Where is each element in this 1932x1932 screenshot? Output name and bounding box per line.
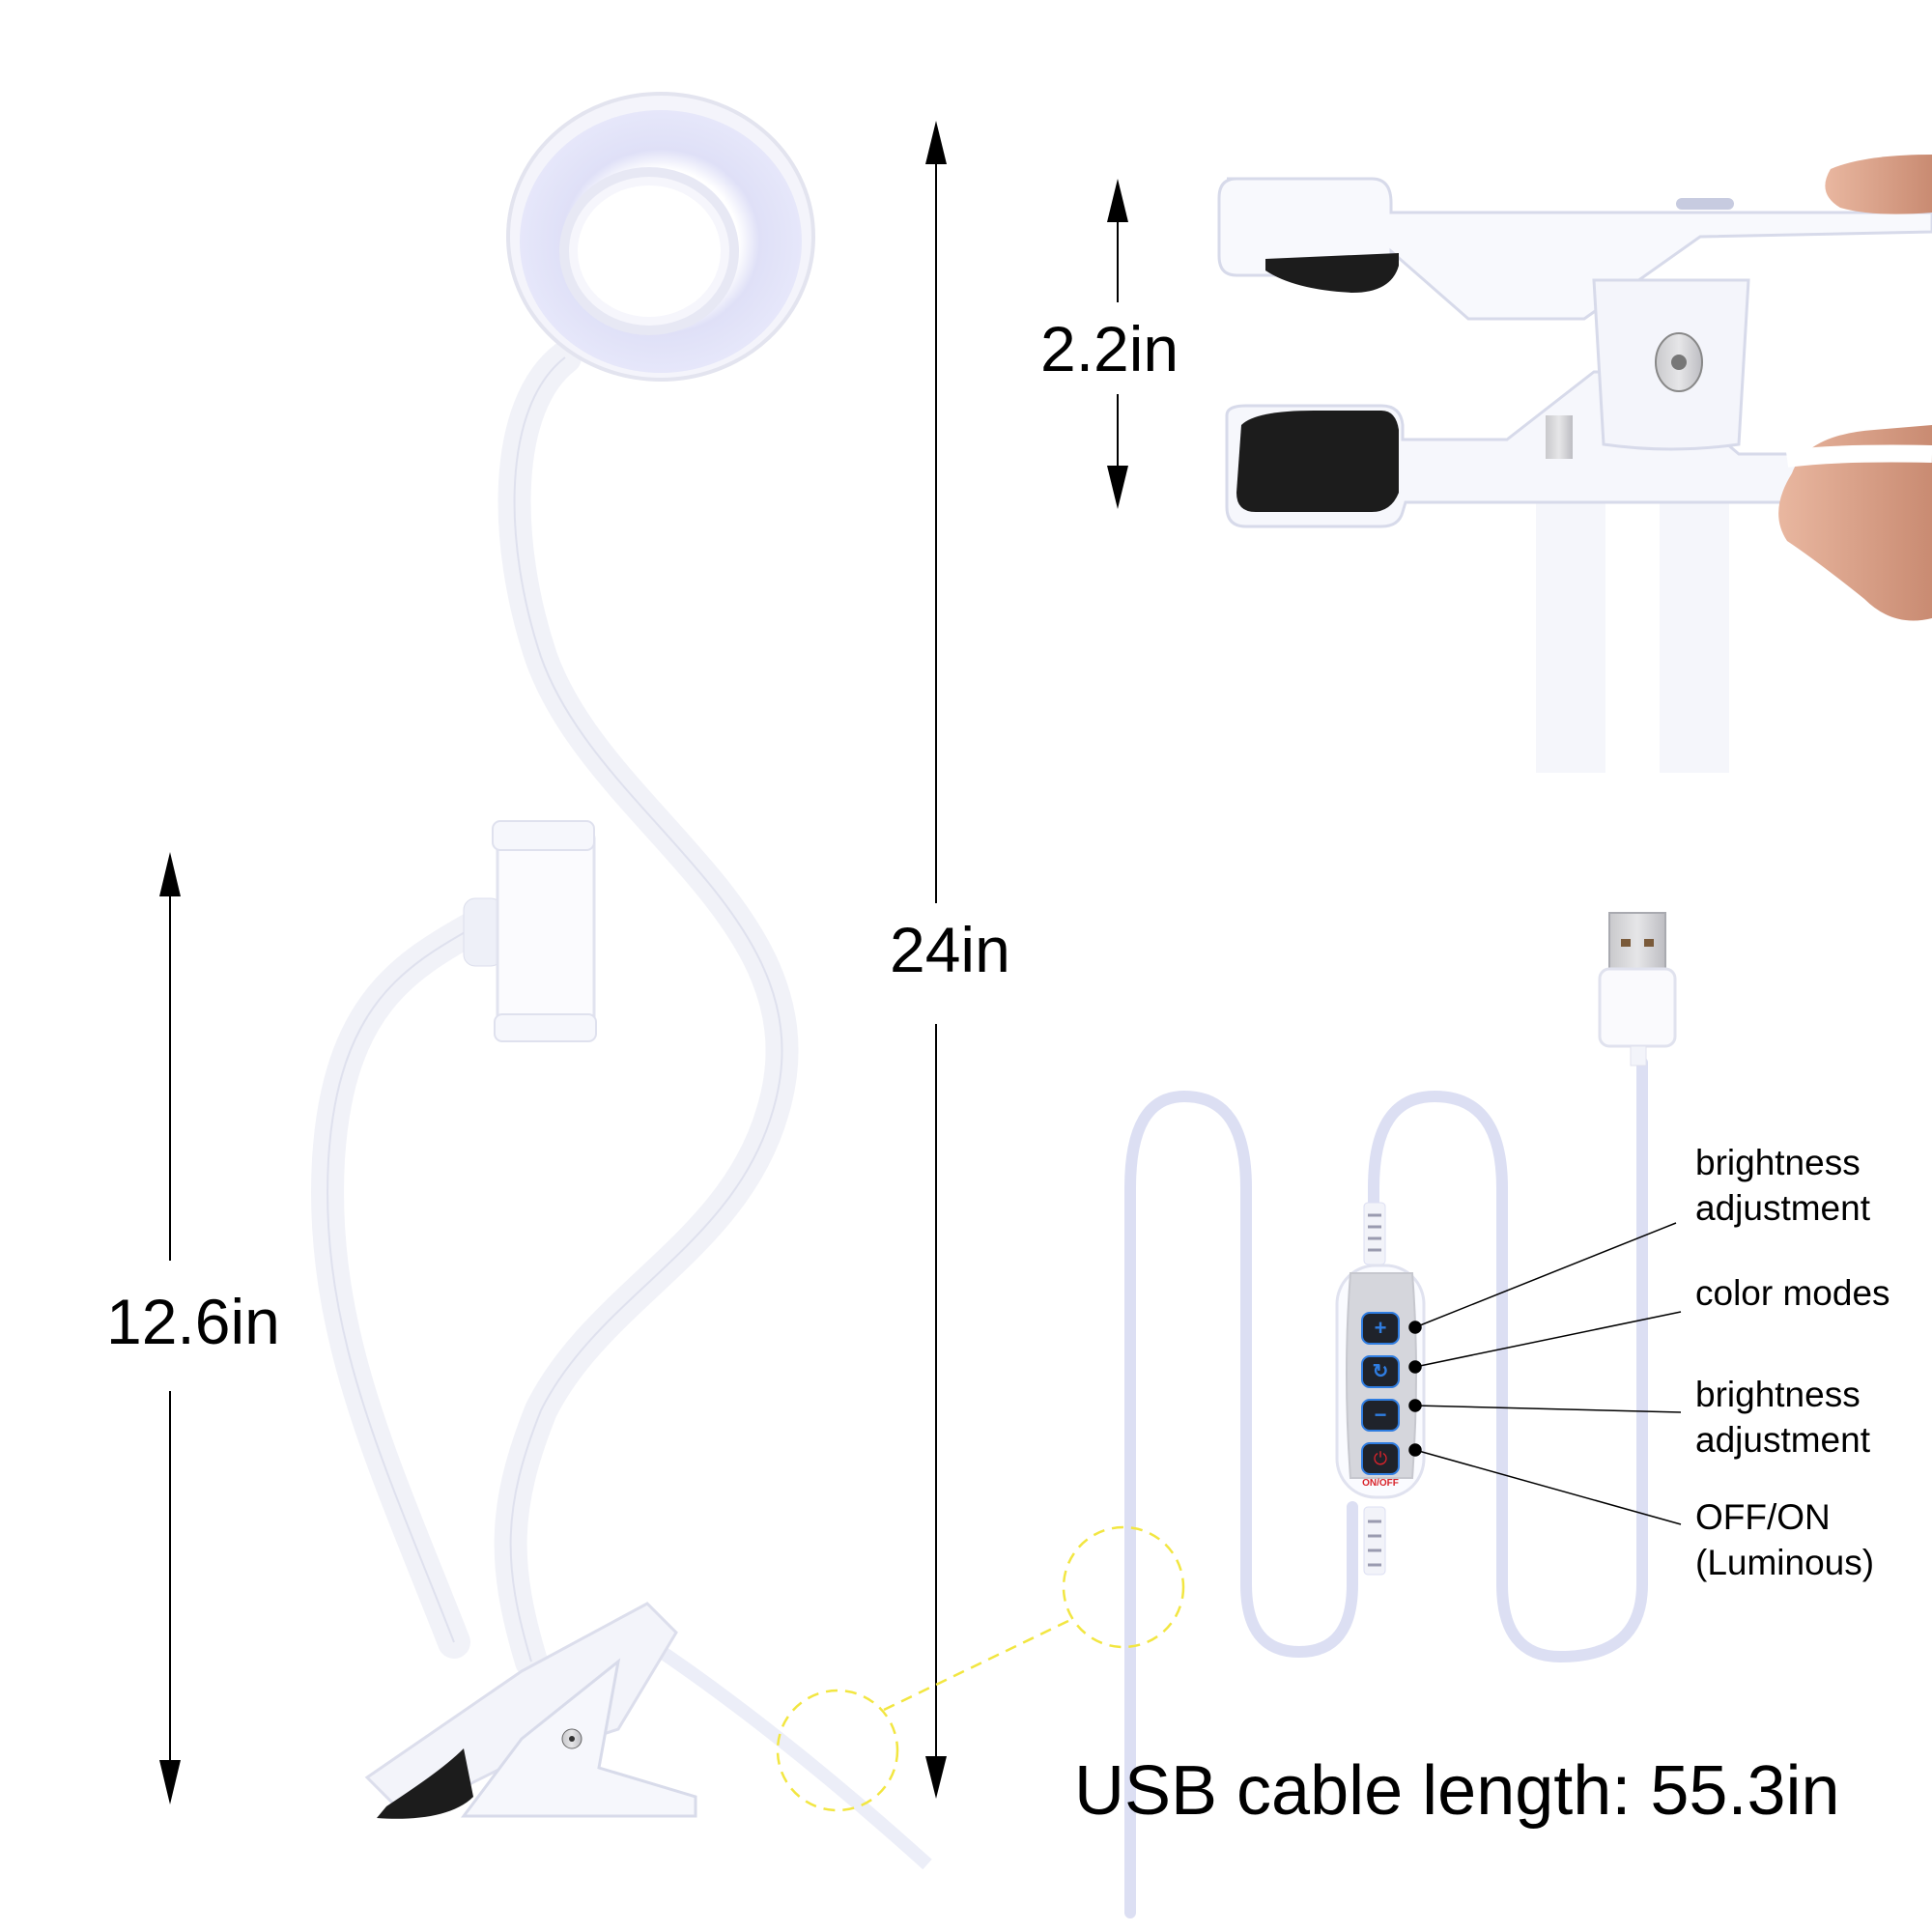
color-mode-button: ↻	[1361, 1355, 1400, 1388]
desk-clip	[364, 1602, 932, 1870]
minus-icon: −	[1374, 1403, 1387, 1427]
holder-gooseneck	[311, 911, 490, 1659]
dimension-arrow-2-2in	[1107, 179, 1128, 509]
clip-closeup-photo	[1217, 155, 1932, 773]
dimension-label-2-2in: 2.2in	[1040, 313, 1179, 384]
dimension-label-12-6in: 12.6in	[106, 1286, 280, 1357]
dimension-arrow-12-6in	[159, 852, 181, 1804]
callout-power: OFF/ON (Luminous)	[1695, 1497, 1875, 1582]
callout-leader-lines	[1408, 1222, 1682, 1525]
dimension-arrow-24in	[925, 121, 947, 1799]
ring-lamp	[494, 92, 815, 1678]
power-caption: ON/OFF	[1362, 1478, 1399, 1489]
brightness-up-button: +	[1361, 1312, 1400, 1345]
plus-icon: +	[1374, 1316, 1387, 1340]
callout-brightness-down: brightness adjustment	[1695, 1375, 1870, 1460]
dimension-label-24in: 24in	[890, 914, 1010, 985]
callout-brightness-up: brightness adjustment	[1695, 1143, 1870, 1228]
usb-cable	[1124, 1057, 1648, 1918]
power-button: ⏻	[1361, 1442, 1400, 1475]
cycle-icon: ↻	[1372, 1361, 1389, 1382]
callout-color-modes: color modes	[1695, 1273, 1890, 1313]
cable-zoom-highlight	[776, 1525, 1185, 1812]
usb-cable-length-label: USB cable length: 55.3in	[1074, 1752, 1840, 1830]
phone-holder	[311, 820, 597, 1659]
brightness-down-button: −	[1361, 1399, 1400, 1432]
power-icon: ⏻	[1373, 1449, 1388, 1468]
controller-buttons: + ↻ − ⏻ ON/OFF	[1359, 1312, 1402, 1489]
usb-a-plug	[1598, 912, 1677, 1066]
